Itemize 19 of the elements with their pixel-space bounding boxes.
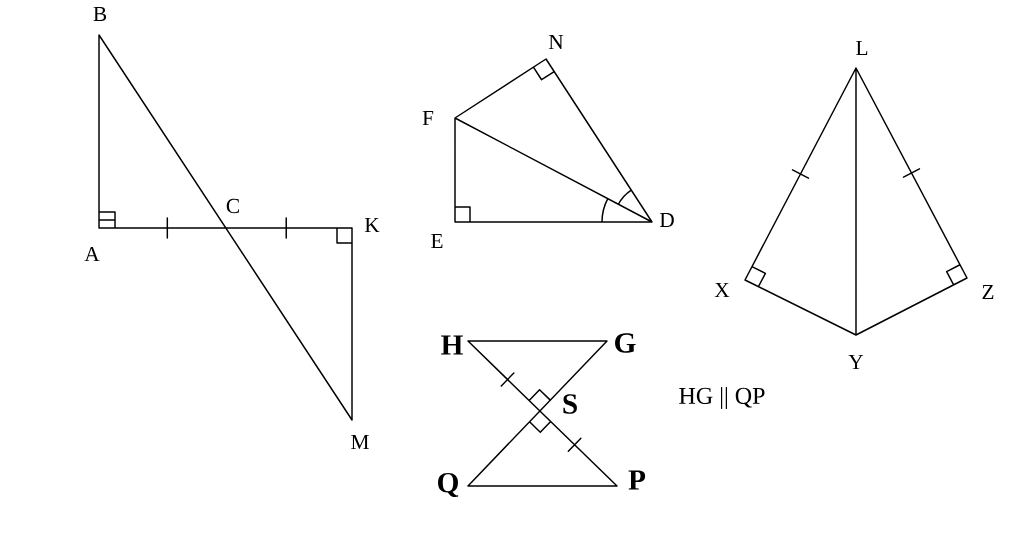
- point-label: L: [856, 41, 868, 55]
- point-label: Y: [848, 355, 864, 369]
- point-label: B: [93, 7, 107, 21]
- point-label: F: [422, 111, 434, 125]
- note-text: HG || QP: [679, 387, 765, 409]
- point-label: N: [548, 35, 564, 49]
- point-label: P: [628, 470, 646, 490]
- point-label: X: [714, 283, 730, 297]
- point-label: G: [615, 333, 636, 353]
- point-label: H: [441, 335, 463, 355]
- point-label: K: [364, 218, 380, 232]
- point-label: A: [84, 246, 100, 262]
- point-label: S: [563, 394, 577, 414]
- point-label: Z: [982, 285, 994, 299]
- point-label: M: [351, 435, 369, 449]
- point-label: E: [431, 234, 443, 248]
- point-label: Q: [438, 472, 459, 498]
- point-label: C: [226, 198, 239, 214]
- point-label: D: [659, 213, 674, 227]
